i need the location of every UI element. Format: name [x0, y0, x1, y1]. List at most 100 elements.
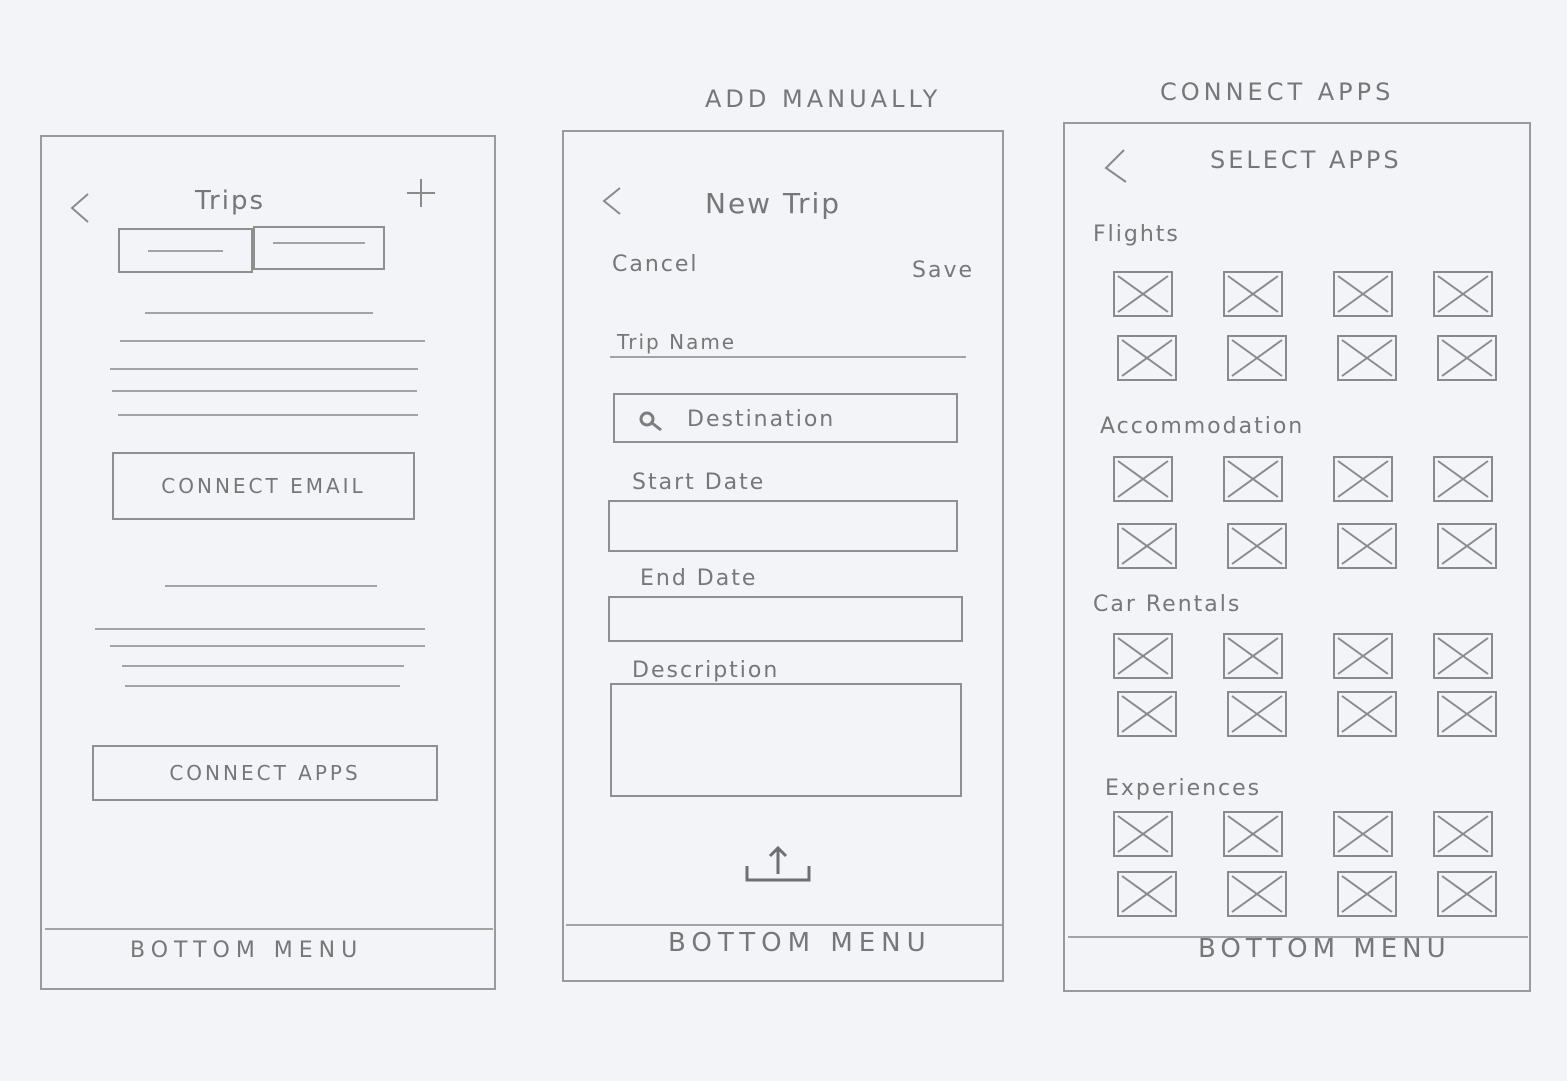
- image-placeholder-icon: [1437, 523, 1497, 569]
- description-field[interactable]: [610, 683, 962, 797]
- cancel-button[interactable]: Cancel: [612, 252, 699, 277]
- app-tile-flights[interactable]: [1226, 334, 1288, 382]
- image-placeholder-icon: [1223, 456, 1283, 502]
- connect-email-button[interactable]: CONNECT EMAIL: [112, 452, 415, 520]
- image-placeholder-icon: [1333, 811, 1393, 857]
- connect-email-label: CONNECT EMAIL: [161, 474, 366, 498]
- text-line: [112, 390, 417, 392]
- text-line: [118, 414, 418, 416]
- app-tile-flights[interactable]: [1116, 334, 1178, 382]
- app-tile-flights[interactable]: [1112, 270, 1174, 318]
- app-tile-flights[interactable]: [1436, 334, 1498, 382]
- image-placeholder-icon: [1223, 271, 1283, 317]
- share-icon[interactable]: [745, 844, 811, 884]
- image-placeholder-icon: [1227, 335, 1287, 381]
- app-tile-car-rentals[interactable]: [1336, 690, 1398, 738]
- app-tile-accommodation[interactable]: [1226, 522, 1288, 570]
- app-tile-accommodation[interactable]: [1332, 455, 1394, 503]
- image-placeholder-icon: [1433, 811, 1493, 857]
- screen-heading-add-manually: ADD MANUALLY: [705, 85, 942, 113]
- app-tile-car-rentals[interactable]: [1112, 632, 1174, 680]
- new-trip-screen: [562, 130, 1004, 982]
- app-tile-experiences[interactable]: [1116, 870, 1178, 918]
- bottom-menu[interactable]: BOTTOM MENU: [130, 938, 364, 963]
- destination-input[interactable]: Destination: [613, 393, 958, 443]
- image-placeholder-icon: [1337, 523, 1397, 569]
- bottom-menu-divider: [566, 924, 1002, 926]
- trip-name-input[interactable]: Trip Name: [617, 330, 737, 354]
- section-label-experiences: Experiences: [1105, 776, 1262, 801]
- app-tile-experiences[interactable]: [1436, 870, 1498, 918]
- image-placeholder-icon: [1433, 271, 1493, 317]
- app-tile-accommodation[interactable]: [1436, 522, 1498, 570]
- image-placeholder-icon: [1437, 335, 1497, 381]
- back-chevron-icon[interactable]: [600, 184, 624, 218]
- app-tile-car-rentals[interactable]: [1432, 632, 1494, 680]
- app-tile-accommodation[interactable]: [1112, 455, 1174, 503]
- end-date-field[interactable]: [608, 596, 963, 642]
- app-tile-car-rentals[interactable]: [1332, 632, 1394, 680]
- section-label-accommodation: Accommodation: [1100, 414, 1305, 439]
- bottom-menu[interactable]: BOTTOM MENU: [668, 928, 932, 958]
- text-line: [110, 645, 425, 647]
- image-placeholder-icon: [1437, 691, 1497, 737]
- plus-icon[interactable]: [405, 177, 437, 209]
- text-line: [122, 665, 404, 667]
- app-tile-experiences[interactable]: [1336, 870, 1398, 918]
- image-placeholder-icon: [1227, 523, 1287, 569]
- description-label: Description: [632, 658, 780, 683]
- image-placeholder-icon: [1117, 335, 1177, 381]
- screen-heading-connect-apps: CONNECT APPS: [1160, 78, 1395, 106]
- app-tile-flights[interactable]: [1432, 270, 1494, 318]
- app-tile-experiences[interactable]: [1222, 810, 1284, 858]
- text-line: [95, 628, 425, 630]
- back-chevron-icon[interactable]: [1100, 146, 1130, 186]
- end-date-label: End Date: [640, 566, 758, 591]
- page-title: Trips: [195, 186, 266, 216]
- app-tile-car-rentals[interactable]: [1436, 690, 1498, 738]
- image-placeholder-icon: [1223, 633, 1283, 679]
- bottom-menu-divider: [1068, 936, 1528, 938]
- image-placeholder-icon: [1333, 271, 1393, 317]
- image-placeholder-icon: [1113, 271, 1173, 317]
- text-line: [125, 685, 400, 687]
- app-tile-accommodation[interactable]: [1222, 455, 1284, 503]
- app-tile-car-rentals[interactable]: [1116, 690, 1178, 738]
- start-date-label: Start Date: [632, 470, 766, 495]
- trip-name-underline: [610, 356, 966, 358]
- image-placeholder-icon: [1223, 811, 1283, 857]
- app-tile-flights[interactable]: [1336, 334, 1398, 382]
- app-tile-accommodation[interactable]: [1116, 522, 1178, 570]
- section-label-flights: Flights: [1093, 222, 1180, 247]
- back-chevron-icon[interactable]: [68, 190, 92, 226]
- app-tile-flights[interactable]: [1222, 270, 1284, 318]
- trips-screen: [40, 135, 496, 990]
- search-icon: [637, 409, 663, 433]
- segment-tab-1[interactable]: [118, 228, 253, 273]
- segment-tab-2[interactable]: [253, 226, 385, 270]
- app-tile-experiences[interactable]: [1432, 810, 1494, 858]
- app-tile-car-rentals[interactable]: [1226, 690, 1288, 738]
- text-line: [145, 312, 373, 314]
- image-placeholder-icon: [1433, 633, 1493, 679]
- app-tile-experiences[interactable]: [1332, 810, 1394, 858]
- bottom-menu[interactable]: BOTTOM MENU: [1198, 934, 1451, 964]
- start-date-field[interactable]: [608, 500, 958, 552]
- app-tile-car-rentals[interactable]: [1222, 632, 1284, 680]
- connect-apps-label: CONNECT APPS: [169, 761, 361, 785]
- app-tile-flights[interactable]: [1332, 270, 1394, 318]
- image-placeholder-icon: [1227, 871, 1287, 917]
- text-line: [110, 368, 418, 370]
- image-placeholder-icon: [1113, 633, 1173, 679]
- save-button[interactable]: Save: [912, 258, 975, 283]
- app-tile-accommodation[interactable]: [1432, 455, 1494, 503]
- image-placeholder-icon: [1227, 691, 1287, 737]
- bottom-menu-divider: [45, 928, 493, 930]
- connect-apps-button[interactable]: CONNECT APPS: [92, 745, 438, 801]
- destination-placeholder: Destination: [687, 407, 836, 432]
- app-tile-experiences[interactable]: [1226, 870, 1288, 918]
- image-placeholder-icon: [1117, 523, 1177, 569]
- app-tile-experiences[interactable]: [1112, 810, 1174, 858]
- image-placeholder-icon: [1337, 335, 1397, 381]
- app-tile-accommodation[interactable]: [1336, 522, 1398, 570]
